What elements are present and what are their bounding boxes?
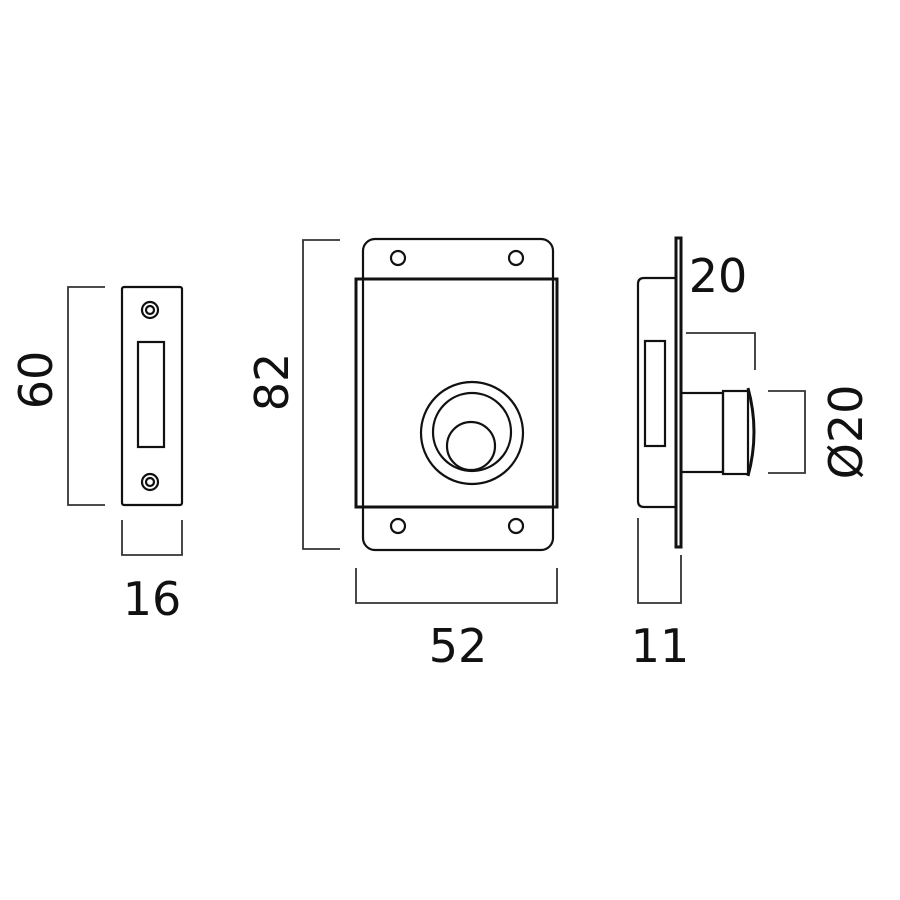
strike-plate <box>120 285 184 507</box>
lock-width-dimension <box>355 568 558 604</box>
lock-height-dimension <box>302 239 340 550</box>
projection-dimension <box>686 332 756 370</box>
lock-side-view <box>636 236 756 549</box>
diameter-dimension <box>768 390 806 474</box>
depth-label: 11 <box>631 619 690 673</box>
cylinder-front <box>419 380 525 486</box>
strike-height-label: 60 <box>9 351 63 410</box>
diameter-label: Ø20 <box>819 385 873 480</box>
lock-body-front <box>354 237 559 552</box>
strike-width-dimension <box>121 520 183 556</box>
strike-width-label: 16 <box>123 572 182 626</box>
projection-label: 20 <box>689 249 748 303</box>
lock-width-label: 52 <box>429 619 488 673</box>
depth-dimension <box>637 518 682 604</box>
strike-height-dimension <box>67 286 105 506</box>
lock-height-label: 82 <box>245 353 299 412</box>
